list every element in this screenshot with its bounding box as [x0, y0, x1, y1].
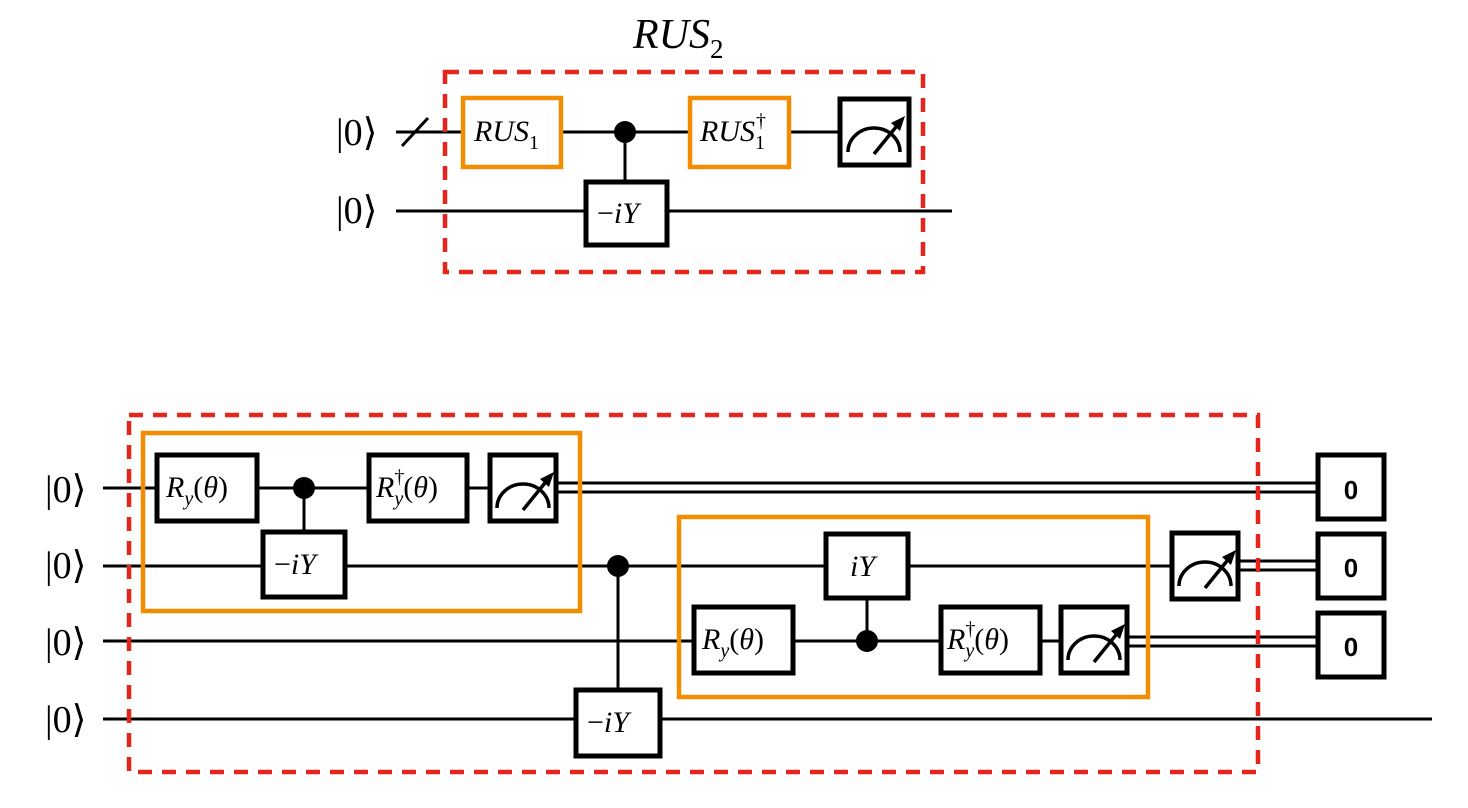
top-control-dot — [614, 121, 636, 143]
outcome-1: 0 — [1344, 475, 1358, 505]
control-dot-b — [856, 630, 878, 652]
top-ket-1: |0⟩ — [336, 112, 377, 154]
neg-iy-gate-mid: −iY — [573, 687, 663, 759]
rus1-block-b — [676, 514, 1151, 700]
meter-b — [1058, 604, 1130, 676]
svg-text:−iY: −iY — [274, 548, 319, 581]
top-circuit: RUS2 |0⟩ |0⟩ RUS1 −iY — [336, 12, 952, 275]
svg-text:−iY: −iY — [597, 197, 642, 230]
svg-text:RUS†1: RUS†1 — [699, 110, 766, 154]
svg-text:Ry(θ): Ry(θ) — [701, 623, 764, 662]
svg-text:RUS1: RUS1 — [473, 115, 539, 154]
classical-wire-2 — [1238, 559, 1318, 572]
rus1-dagger-main: RUS — [699, 115, 755, 148]
meter-a — [487, 452, 559, 524]
bottom-circuit: |0⟩ |0⟩ |0⟩ |0⟩ Ry(θ) — [45, 412, 1432, 775]
rus1-gate: RUS1 — [460, 95, 564, 170]
rus2-title-sub: 2 — [710, 34, 724, 64]
bottom-ket-3: |0⟩ — [45, 622, 86, 664]
ry-dagger-gate-b: R†y(θ) — [938, 604, 1043, 676]
classical-wire-3 — [1127, 635, 1318, 648]
top-ket-2: |0⟩ — [336, 190, 377, 232]
svg-text:R†y(θ): R†y(θ) — [946, 618, 1009, 662]
svg-text:Ry(θ): Ry(θ) — [165, 471, 228, 510]
top-wire-register-slash — [400, 116, 430, 148]
top-neg-iy-y: Y — [622, 197, 642, 230]
outcome-box-3: 0 — [1315, 610, 1387, 680]
bottom-ket-4: |0⟩ — [45, 699, 86, 741]
top-neg-iy-gate: −iY — [583, 179, 670, 248]
control-dot-a — [293, 477, 315, 499]
rus2-title: RUS2 — [632, 12, 724, 64]
control-dot-mid — [607, 555, 629, 577]
outcome-3: 0 — [1344, 632, 1358, 662]
top-neg-iy-minus: − — [597, 197, 614, 230]
neg-iy-gate-a: −iY — [260, 529, 348, 600]
classical-wire-1 — [556, 481, 1318, 494]
svg-text:R†y(θ): R†y(θ) — [375, 466, 438, 510]
svg-text:iY: iY — [850, 550, 878, 583]
bottom-dashed-box — [126, 412, 1261, 775]
top-meter — [837, 96, 912, 168]
rus1-gate-sub: 1 — [529, 132, 539, 154]
rus1-gate-main: RUS — [473, 115, 529, 148]
svg-text:−iY: −iY — [587, 706, 632, 739]
rus2-title-main: RUS — [632, 12, 710, 58]
ry-dagger-gate-a: R†y(θ) — [366, 452, 470, 524]
rus1-dagger-sub: 1 — [755, 132, 765, 154]
top-neg-iy-i: i — [614, 197, 622, 230]
rus2-dashed-box — [442, 69, 926, 275]
rus1-dagger-sup: † — [756, 110, 766, 132]
ry-gate-b: Ry(θ) — [691, 604, 796, 676]
outcome-box-1: 0 — [1315, 452, 1387, 522]
outcome-2: 0 — [1344, 553, 1358, 583]
ry-gate-a: Ry(θ) — [154, 452, 260, 524]
bottom-ket-1: |0⟩ — [45, 469, 86, 511]
bottom-ket-2: |0⟩ — [45, 545, 86, 587]
outcome-box-2: 0 — [1315, 531, 1387, 601]
rus1-block-a — [140, 430, 583, 614]
rus1-dagger-gate: RUS†1 — [687, 95, 792, 170]
meter-final — [1169, 530, 1241, 602]
iy-gate-b: iY — [823, 531, 911, 601]
